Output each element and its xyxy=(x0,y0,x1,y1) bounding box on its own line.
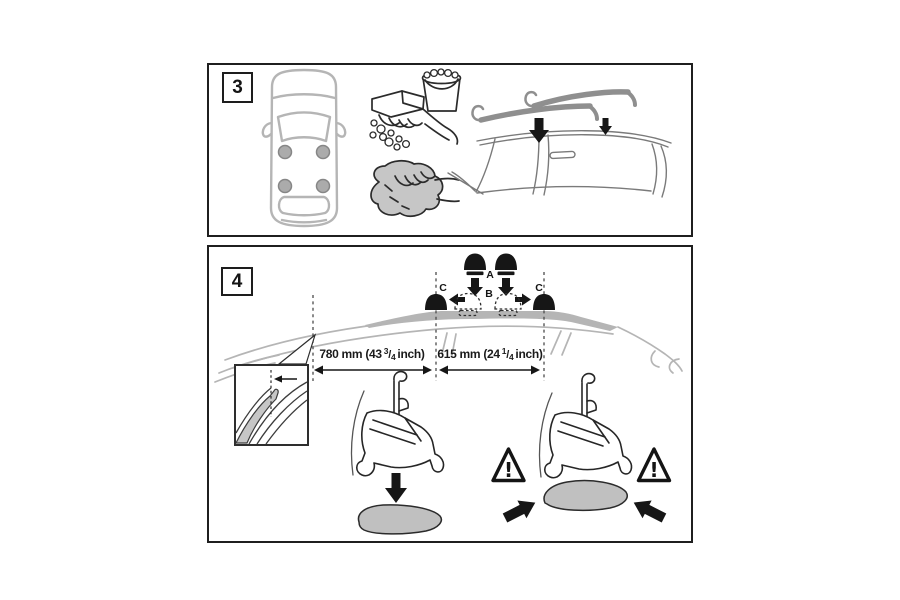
pad-c-dome-icon xyxy=(425,294,447,310)
crossbars-install-illustration xyxy=(447,89,672,198)
foot-clamp-loose xyxy=(350,370,445,535)
foot-clamp-icon xyxy=(350,370,445,477)
rubber-pad-installed xyxy=(543,479,628,512)
inset-left-arrow-icon xyxy=(274,375,297,383)
roof-band xyxy=(365,311,618,331)
down-arrow-icon xyxy=(467,278,483,296)
measurement-unit: inch) xyxy=(397,347,425,361)
label-position-c-right: C xyxy=(535,282,543,294)
car-roof-line-art xyxy=(447,130,672,198)
fraction-numerator: 3 xyxy=(383,346,389,356)
fixpoint-dot xyxy=(315,144,331,160)
step-3-illustration xyxy=(261,68,672,228)
warning-triangle-icon: ! xyxy=(636,447,672,483)
pad-a-dome-icon xyxy=(464,253,486,270)
roof-fixpoint-dots xyxy=(277,144,331,194)
press-arrow-icon xyxy=(500,493,540,527)
measurement-text: 780 mm (43 xyxy=(319,347,382,361)
fixpoint-dot xyxy=(277,144,293,160)
exclamation-mark: ! xyxy=(649,458,658,482)
rubber-pad xyxy=(357,504,443,535)
fixpoint-dot xyxy=(315,178,331,194)
crossbars-icon xyxy=(471,89,637,123)
pad-a-base xyxy=(466,271,484,276)
dry-cloth-icon xyxy=(370,160,460,218)
fraction-numerator: 1 xyxy=(501,346,507,356)
fraction-denominator: 4 xyxy=(508,352,514,362)
foot-clamp-installed: ! ! xyxy=(491,372,672,527)
detail-inset xyxy=(234,333,317,446)
foot-pad-positions xyxy=(425,253,555,317)
down-arrow-icon xyxy=(529,118,549,143)
left-arrow-icon xyxy=(449,293,465,306)
car-top-view-icon xyxy=(261,68,347,228)
down-arrow-icon xyxy=(385,473,407,503)
foot-clamp-icon xyxy=(538,372,633,479)
fraction-slash: / xyxy=(388,349,391,361)
label-position-b: B xyxy=(485,288,493,300)
step-3-panel: 3 xyxy=(207,63,693,237)
wash-sponge-bucket-icon xyxy=(369,68,462,151)
step-4-number-box: 4 xyxy=(221,267,253,296)
step-4-illustration: ! ! xyxy=(214,253,683,535)
measurement-text: 615 mm (24 xyxy=(437,347,500,361)
inset-pointer xyxy=(277,333,317,365)
pad-b-dashed-outlines xyxy=(454,292,522,317)
down-arrow-icon xyxy=(599,118,612,135)
step-4-number: 4 xyxy=(231,270,243,292)
dashed-guides xyxy=(312,272,545,381)
exclamation-mark: ! xyxy=(504,458,513,482)
measurement-arrows xyxy=(314,365,540,375)
right-arrow-icon xyxy=(515,293,531,306)
measurement-unit: inch) xyxy=(515,347,543,361)
warning-triangle-icon: ! xyxy=(491,447,526,483)
pad-a-base xyxy=(497,271,515,276)
label-position-c-left: C xyxy=(439,282,447,294)
fraction-slash: / xyxy=(506,349,509,361)
fraction-denominator: 4 xyxy=(390,352,396,362)
step-3-number-box: 3 xyxy=(222,72,253,103)
fixpoint-dot xyxy=(277,178,293,194)
pad-c-dome-icon xyxy=(533,294,555,310)
pad-a-dome-icon xyxy=(495,253,517,270)
down-arrow-icon xyxy=(498,278,514,296)
step-4-panel: 4 xyxy=(207,245,693,543)
inset-door-seal xyxy=(235,388,279,444)
step-3-number: 3 xyxy=(232,76,243,98)
label-position-a: A xyxy=(486,269,494,281)
press-arrow-icon xyxy=(629,493,669,527)
